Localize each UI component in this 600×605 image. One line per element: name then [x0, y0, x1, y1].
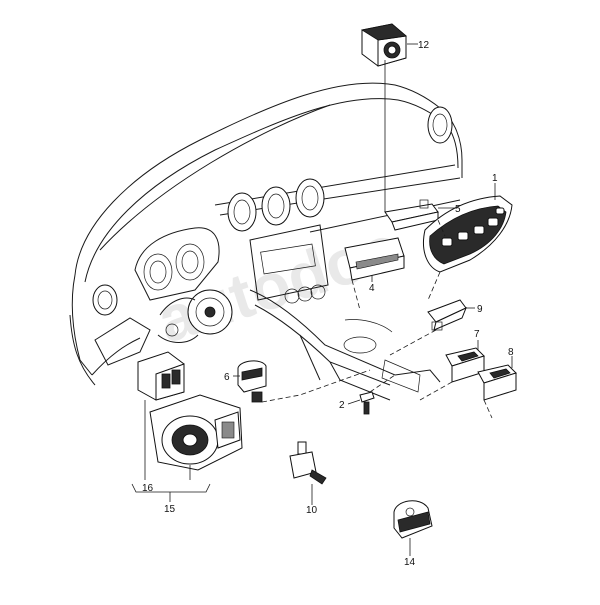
instrument-cluster [134, 227, 220, 301]
callout-4: 4 [369, 283, 375, 294]
callout-10: 10 [306, 505, 318, 516]
callout-2: 2 [339, 400, 345, 411]
callout-8: 8 [508, 347, 514, 358]
callout-16: 16 [142, 483, 154, 494]
callout-1: 1 [492, 173, 498, 184]
part-1-switch-panel [423, 195, 513, 273]
part-8-switch [477, 364, 517, 401]
callout-7: 7 [474, 329, 480, 340]
callout-6: 6 [224, 372, 230, 383]
part-4-control-panel [344, 237, 405, 281]
callout-14: 14 [404, 557, 416, 568]
part-16-connector [137, 351, 185, 401]
callout-9: 9 [477, 304, 483, 315]
dashboard-outline [69, 82, 463, 401]
steering-column [157, 289, 233, 343]
part-6-switch [237, 360, 267, 403]
callout-5: 5 [455, 204, 461, 215]
part-12-rotary-switch [360, 23, 407, 67]
part-14-switch [393, 500, 433, 539]
part-10-sensor [289, 441, 327, 485]
part-7-switch [445, 347, 485, 383]
callout-labels: 1 2 4 5 6 7 8 9 10 12 14 15 16 [142, 40, 514, 568]
part-15-headlight-switch [149, 394, 243, 471]
callout-12: 12 [418, 40, 430, 51]
center-air-vents [92, 106, 453, 316]
callout-15: 15 [164, 504, 176, 515]
part-2-screw [359, 391, 375, 415]
leader-lines [131, 43, 513, 556]
part-9-switch [427, 299, 467, 331]
